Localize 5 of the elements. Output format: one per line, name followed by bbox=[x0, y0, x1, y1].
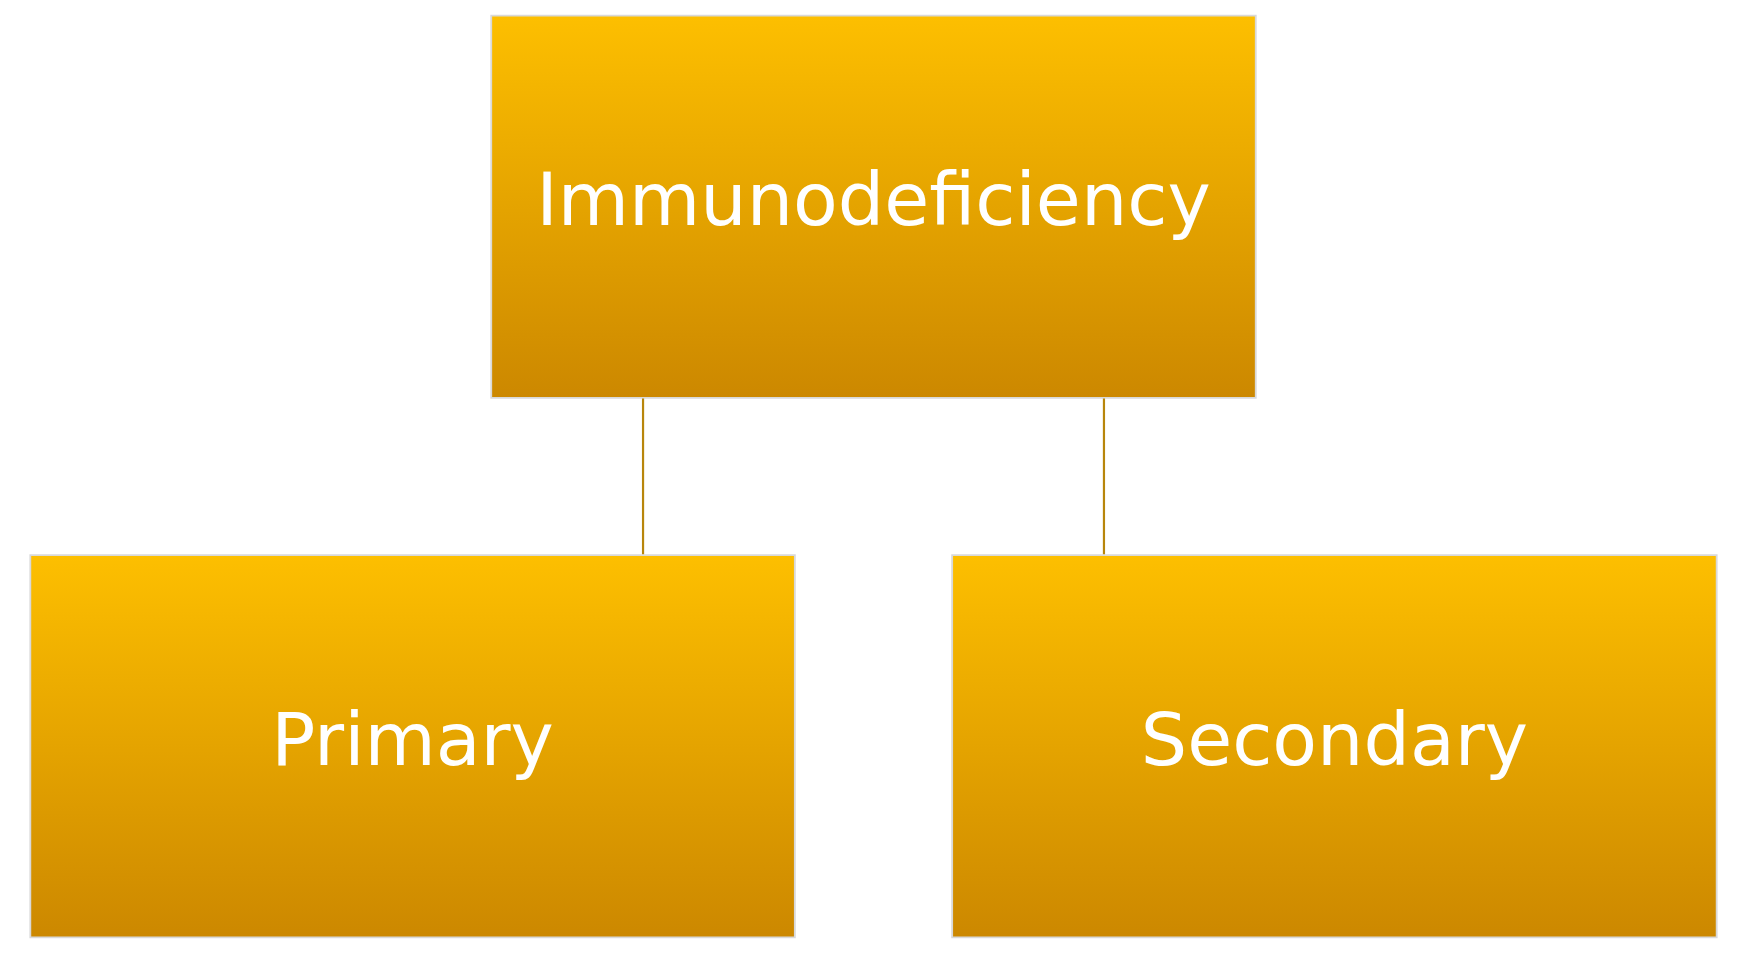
connector bbox=[641, 398, 645, 555]
node-box: Secondary bbox=[951, 554, 1718, 939]
node-box: Immunodeficiency bbox=[490, 14, 1257, 399]
connector bbox=[1102, 398, 1106, 555]
node-box: Primary bbox=[29, 554, 796, 939]
